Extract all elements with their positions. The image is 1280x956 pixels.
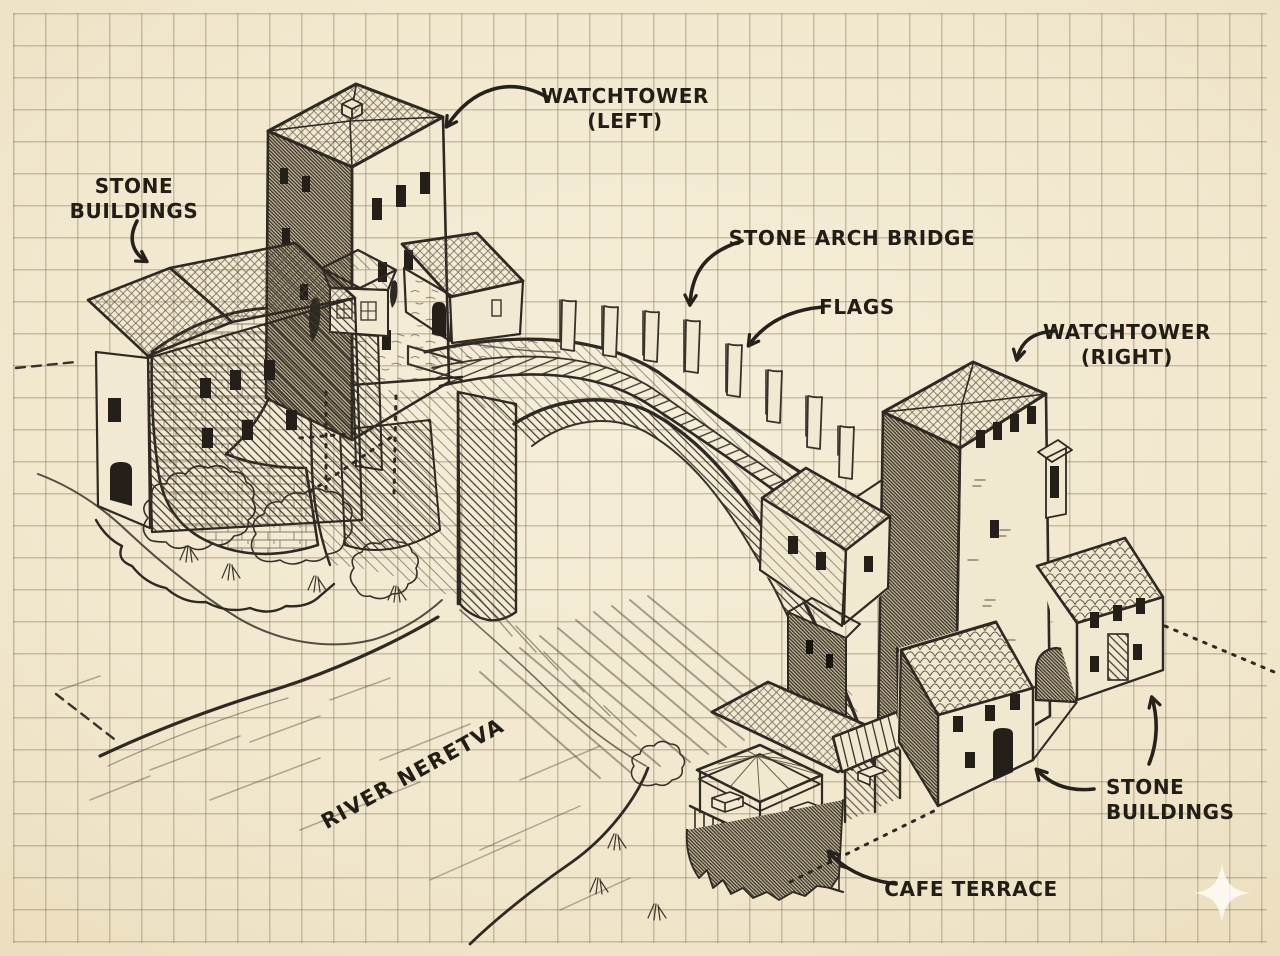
label-cafe-terrace: CAFE TERRACE [884, 877, 1058, 902]
sparkle-icon [1194, 864, 1250, 921]
label-stone-buildings-right: STONE BUILDINGS [1106, 775, 1235, 825]
arrow-flags [746, 305, 825, 348]
label-stone-buildings-right-line2: BUILDINGS [1106, 800, 1235, 824]
label-stone-arch-bridge-text: STONE ARCH BRIDGE [728, 226, 976, 250]
label-stone-buildings-right-line1: STONE [1106, 775, 1185, 799]
arrow-stone-buildings-left [130, 219, 149, 264]
arrow-stone-buildings-right-a [1034, 767, 1096, 792]
construction-lines [14, 360, 1280, 884]
label-stone-buildings-left-line2: BUILDINGS [69, 199, 199, 223]
arrow-stone-buildings-right-b [1147, 695, 1162, 766]
bridge-end-building-drawing [758, 466, 892, 628]
label-watchtower-left-line1: WATCHTOWER [541, 84, 709, 108]
label-watchtower-left: WATCHTOWER (LEFT) [541, 84, 709, 134]
label-flags-text: FLAGS [819, 295, 895, 319]
label-watchtower-right: WATCHTOWER (RIGHT) [1043, 320, 1211, 370]
annotation-arrows [130, 84, 1162, 886]
watchtower-left-drawing [86, 82, 561, 613]
label-cafe-terrace-text: CAFE TERRACE [884, 877, 1058, 901]
arrow-cafe-terrace [826, 849, 898, 886]
arrow-watchtower-right [1011, 329, 1058, 362]
label-watchtower-right-line1: WATCHTOWER [1043, 320, 1211, 344]
label-stone-buildings-left: STONE BUILDINGS [70, 174, 199, 224]
label-watchtower-right-line2: (RIGHT) [1080, 345, 1174, 369]
label-flags: FLAGS [819, 295, 895, 320]
arrow-stone-arch-bridge [683, 239, 744, 307]
flags-drawing [559, 299, 855, 480]
arrow-watchtower-left [444, 84, 549, 129]
label-watchtower-left-line2: (LEFT) [587, 109, 663, 133]
stone-buildings-right-drawing [897, 536, 1165, 808]
label-stone-arch-bridge: STONE ARCH BRIDGE [729, 226, 976, 251]
label-stone-buildings-left-line1: STONE [94, 174, 174, 198]
